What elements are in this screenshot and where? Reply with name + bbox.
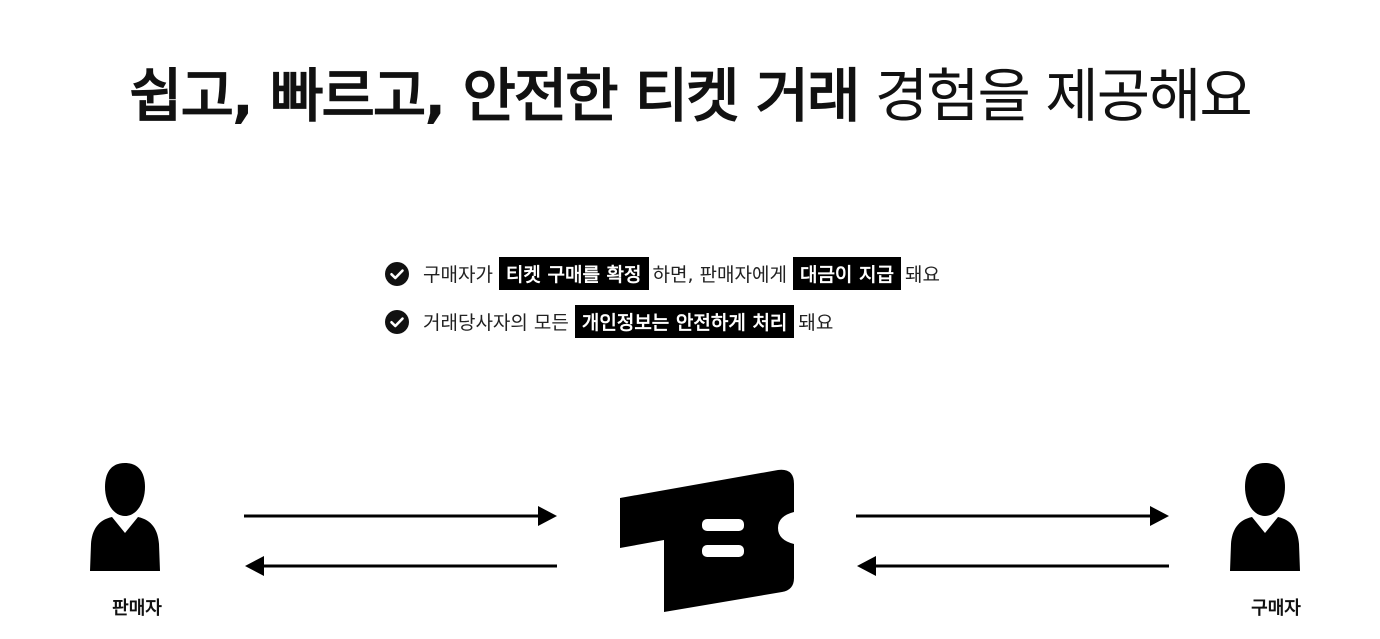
person-icon xyxy=(90,463,160,571)
feature-list: 구매자가 티켓 구매를 확정 하면, 판매자에게 대금이 지급 돼요 거래당사자… xyxy=(385,255,940,351)
arrow-right-icon xyxy=(244,506,557,526)
ticket-logo-icon xyxy=(620,469,794,612)
headline-bold: 쉽고, 빠르고, 안전한 티켓 거래 xyxy=(129,62,860,130)
bullet-text: 거래당사자의 모든 xyxy=(423,312,569,334)
bullet-text: 하면, 판매자에게 xyxy=(652,264,787,286)
highlight-text: 티켓 구매를 확정 xyxy=(498,257,649,290)
list-item: 구매자가 티켓 구매를 확정 하면, 판매자에게 대금이 지급 돼요 xyxy=(385,255,940,292)
check-circle-icon xyxy=(385,261,409,286)
bullet-text: 돼요 xyxy=(798,312,834,334)
person-icon xyxy=(1230,463,1300,571)
page-headline: 쉽고, 빠르고, 안전한 티켓 거래 경험을 제공해요 xyxy=(0,58,1380,134)
check-circle-icon xyxy=(385,309,409,334)
buyer-figure xyxy=(1230,460,1300,572)
list-item: 거래당사자의 모든 개인정보는 안전하게 처리 돼요 xyxy=(385,303,940,340)
bullet-text: 돼요 xyxy=(904,264,940,286)
bullet-text: 구매자가 xyxy=(423,264,493,286)
seller-label: 판매자 xyxy=(112,598,162,619)
seller-figure xyxy=(90,460,160,572)
arrow-left-icon xyxy=(245,556,557,576)
headline-light: 경험을 제공해요 xyxy=(874,62,1253,130)
arrow-right-icon xyxy=(856,506,1169,526)
arrow-left-icon xyxy=(857,556,1169,576)
buyer-label: 구매자 xyxy=(1251,598,1301,619)
highlight-text: 개인정보는 안전하게 처리 xyxy=(574,305,795,338)
highlight-text: 대금이 지급 xyxy=(792,257,901,290)
